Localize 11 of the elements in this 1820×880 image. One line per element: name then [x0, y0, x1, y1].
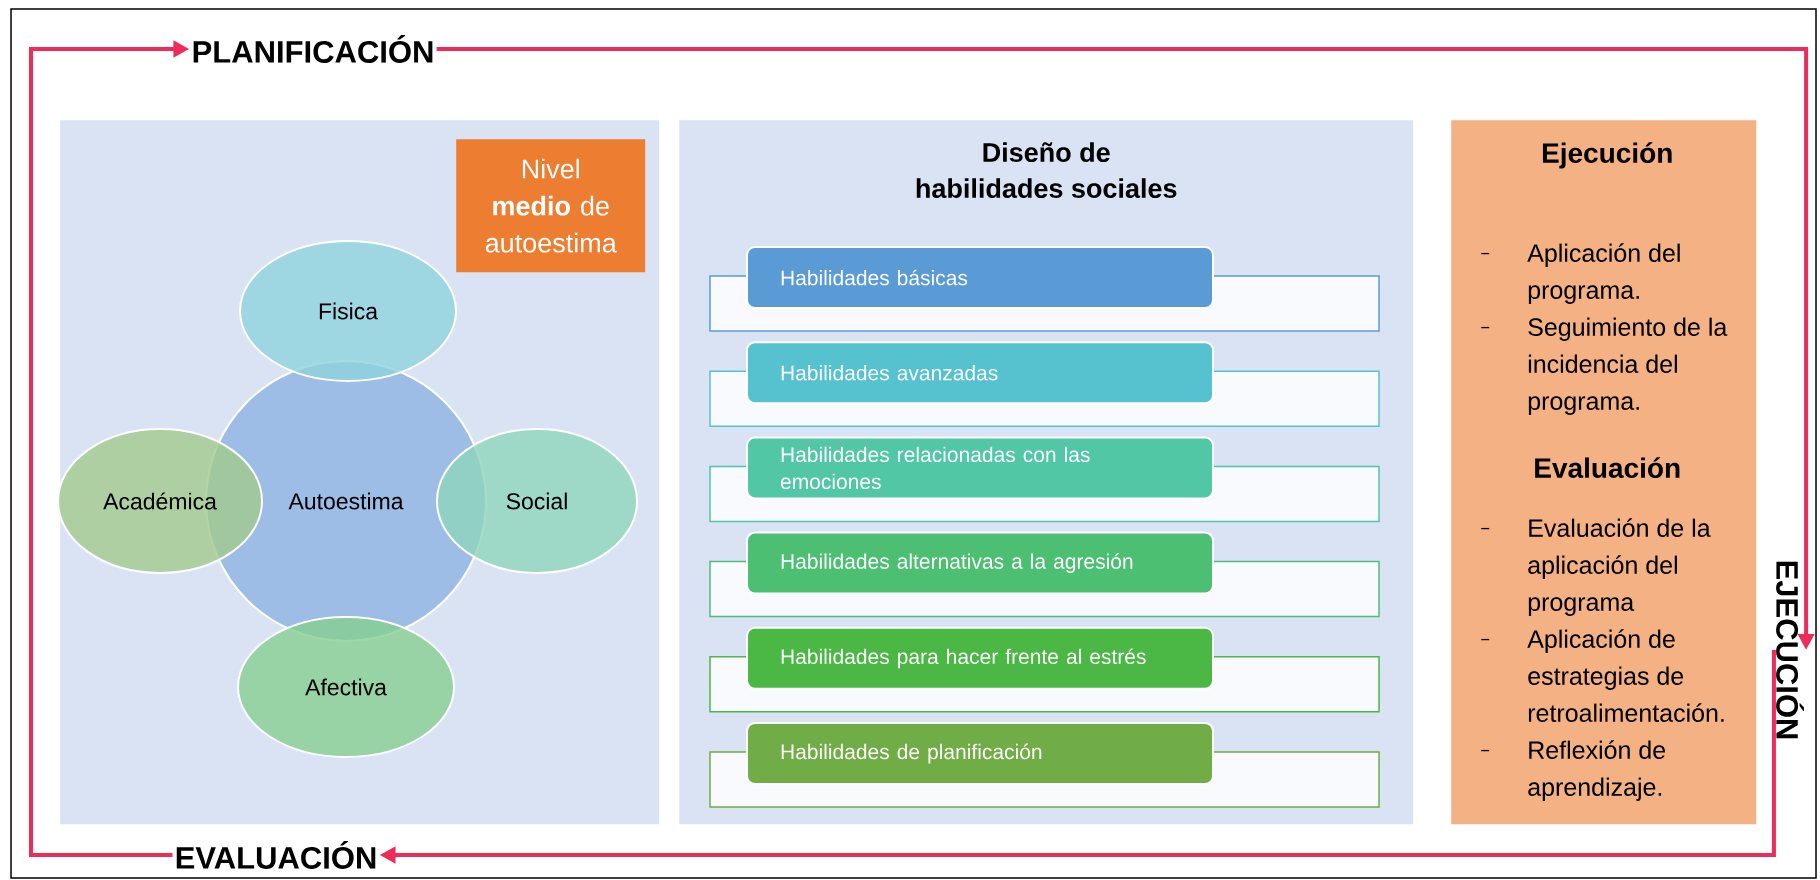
- stage-label: PLANIFICACIÓN: [193, 35, 433, 63]
- skill-box: Habilidades de planificación: [746, 722, 1214, 785]
- stage-label: EVALUACIÓN: [176, 841, 376, 869]
- skill-box: Habilidades para hacer frente al estrés: [746, 626, 1214, 690]
- list-panel: Ejecución Aplicación del programa. Seguimiento de la incidencia del programa. Evaluación Evaluación de la aplicación del programa Aplicación de estrategias de retroalimentación. Reflexión de aprendizaje.: [1451, 120, 1757, 825]
- skill-box: Habilidades relacionadas con las emociones: [746, 436, 1214, 500]
- skill-box: Habilidades alternativas a la agresión: [746, 531, 1214, 595]
- stage-label: EJECUCIÓN: [1776, 561, 1804, 739]
- skill-box: Habilidades básicas: [746, 246, 1214, 309]
- level-box: Nivel medio de autoestima: [456, 139, 646, 273]
- skill-box: Habilidades avanzadas: [746, 341, 1214, 405]
